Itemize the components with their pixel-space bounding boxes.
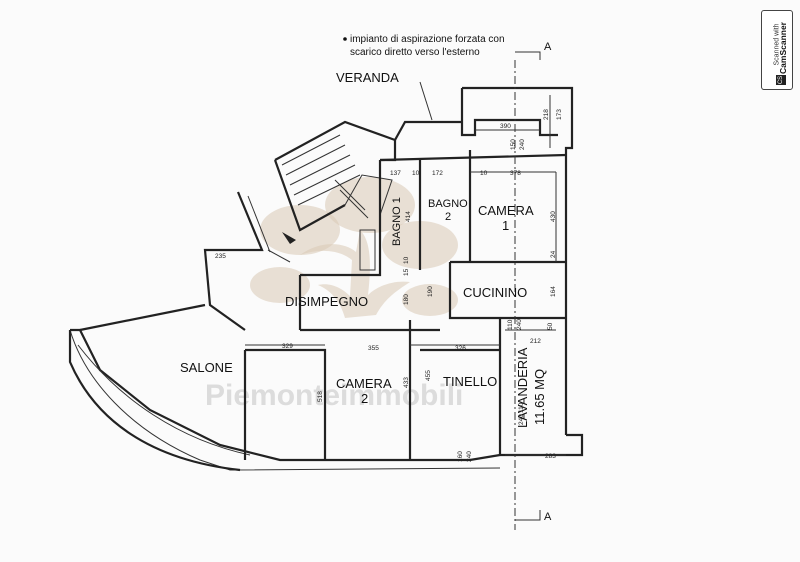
dim-50: 50 [547,322,554,330]
dim-10-c: 10 [403,256,410,264]
section-line [514,51,541,530]
dim-150: 150 [510,139,517,150]
camscanner-badge: Scanned with CamScanner CS [761,10,793,90]
camscanner-brand-text: CamScanner [778,22,788,74]
room-lavanderia-line-1: LAVANDERIA [515,347,530,428]
dim-240-a: 240 [519,139,526,150]
section-marker-bottom: A [544,511,552,523]
dim-240-c: 240 [518,414,525,425]
room-bagno-2-line-1: BAGNO [428,198,468,210]
interior-walls [243,150,567,460]
dim-160: 160 [457,451,464,462]
dim-212: 212 [530,338,541,345]
dim-15: 15 [403,268,410,276]
room-cucinino: CUCININO [463,285,527,300]
dim-240-d: 240 [466,451,473,462]
dim-283: 283 [545,453,556,460]
room-veranda: VERANDA [336,70,399,85]
dim-190: 190 [427,286,434,297]
dim-240-b: 240 [516,319,523,330]
dim-455: 455 [425,370,432,381]
dim-10-a: 10 [412,170,420,177]
arrow-marker-icon [282,232,296,244]
note-line-1: impianto di aspirazione forzata con [350,34,505,45]
room-salone: SALONE [180,360,233,375]
dim-518: 518 [317,391,324,402]
camscanner-logo-icon: CS [776,75,786,85]
room-disimpegno: DISIMPEGNO [285,294,368,309]
dim-24: 24 [550,250,557,258]
dim-326: 326 [455,345,466,352]
room-camera-1-line-2: 1 [502,218,509,233]
dim-235: 235 [215,253,226,260]
dim-110-a: 110 [507,319,514,330]
dim-355: 355 [368,345,379,352]
dim-414: 414 [405,211,412,222]
dim-390: 390 [500,123,511,130]
dim-430: 430 [550,211,557,222]
note-line-2: scarico diretto verso l'esterno [350,47,480,58]
room-tinello: TINELLO [443,374,497,389]
room-bagno-2-line-2: 2 [445,211,451,223]
section-marker-top: A [544,41,552,53]
room-camera-2-line-1: CAMERA [336,376,392,391]
dim-137: 137 [390,170,401,177]
dim-378: 378 [510,170,521,177]
watermark-text: Piemonteimmobili [205,379,463,412]
dim-218: 218 [543,109,550,120]
ventilation-note: impianto di aspirazione forzata con scar… [343,34,505,121]
dim-10-b: 10 [480,170,488,177]
room-camera-1-line-1: CAMERA [478,203,534,218]
dim-433: 433 [403,377,410,388]
dim-172: 172 [432,170,443,177]
room-bagno-1: BAGNO 1 [391,197,403,246]
dim-164: 164 [550,286,557,297]
room-camera-2-line-2: 2 [361,391,368,406]
dim-110-b: 110 [518,402,525,413]
dimension-lines [245,95,566,456]
dim-180: 180 [403,294,410,305]
dim-173: 173 [556,109,563,120]
dim-329: 329 [282,343,293,350]
room-lavanderia-line-2: 11.65 MQ [532,369,547,425]
